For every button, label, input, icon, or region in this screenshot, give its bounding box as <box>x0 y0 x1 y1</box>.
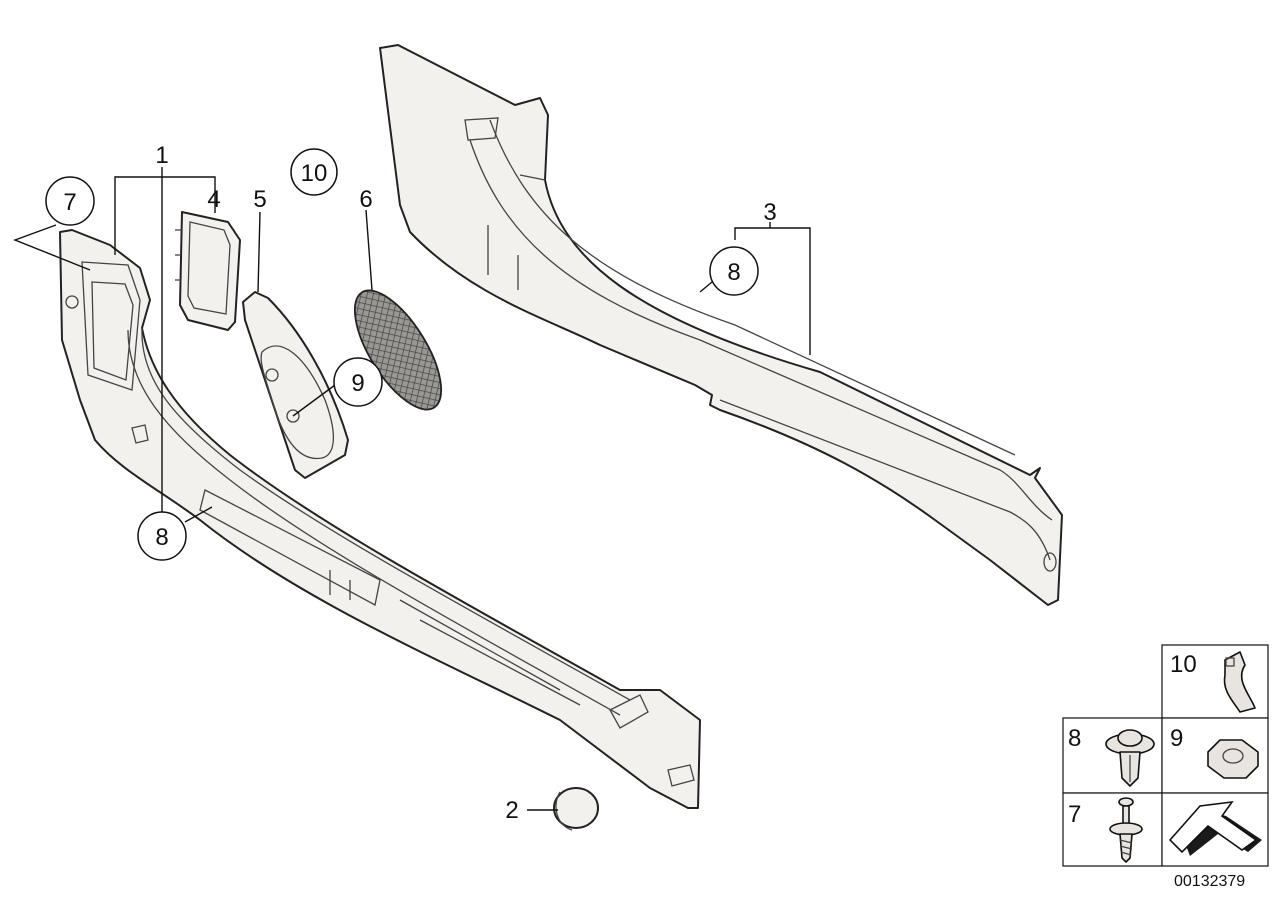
frame-part-4 <box>175 211 241 331</box>
cap-part-2 <box>553 787 599 831</box>
callout-2-label: 2 <box>505 797 518 824</box>
callout-1: 1 <box>155 142 168 169</box>
expanding-rivet-icon <box>1105 729 1155 787</box>
callout-7: 7 <box>45 176 95 226</box>
catalog-number: 00132379 <box>1174 873 1245 890</box>
legend-cell-clip-label: 10 <box>1170 651 1197 678</box>
sill-trim-left <box>59 229 701 809</box>
callout-9: 9 <box>333 357 383 407</box>
callout-3: 3 <box>763 199 776 226</box>
callout-8-lower-label: 8 <box>155 524 168 551</box>
callout-5: 5 <box>253 186 266 213</box>
callout-1-label: 1 <box>155 142 168 169</box>
legend-cell-screw: 7 <box>1062 792 1163 867</box>
legend-cell-arrow <box>1161 792 1269 867</box>
legend-cell-nut-label: 9 <box>1170 725 1183 752</box>
screw-icon <box>1109 797 1143 863</box>
speaker-trim-part-5 <box>242 291 349 479</box>
callout-6-label: 6 <box>359 186 372 213</box>
clip-icon <box>1223 651 1256 713</box>
legend-cell-clip: 10 <box>1161 644 1269 719</box>
callout-5-label: 5 <box>253 186 266 213</box>
direction-arrow-icon <box>1168 800 1262 856</box>
legend-cell-screw-label: 7 <box>1068 801 1081 828</box>
callout-4-label: 4 <box>207 186 220 213</box>
callout-6: 6 <box>359 186 372 213</box>
callout-10: 10 <box>290 148 338 196</box>
callout-9-label: 9 <box>351 370 364 397</box>
callout-2: 2 <box>505 797 518 824</box>
callout-8-upper-label: 8 <box>727 259 740 286</box>
callout-3-label: 3 <box>763 199 776 226</box>
legend-cell-nut: 9 <box>1161 717 1269 794</box>
legend-cell-expanding-rivet-label: 8 <box>1068 725 1081 752</box>
callout-8-upper: 8 <box>709 246 759 296</box>
callout-4: 4 <box>207 186 220 213</box>
leader-lines <box>13 167 811 811</box>
callout-7-label: 7 <box>63 189 76 216</box>
legend-cell-expanding-rivet: 8 <box>1062 717 1163 794</box>
sill-trim-right <box>379 44 1063 606</box>
callout-8-lower: 8 <box>137 511 187 561</box>
hardware-legend: 10 8 9 <box>1062 644 1269 867</box>
callout-10-label: 10 <box>301 160 328 187</box>
nut-icon <box>1207 739 1259 779</box>
